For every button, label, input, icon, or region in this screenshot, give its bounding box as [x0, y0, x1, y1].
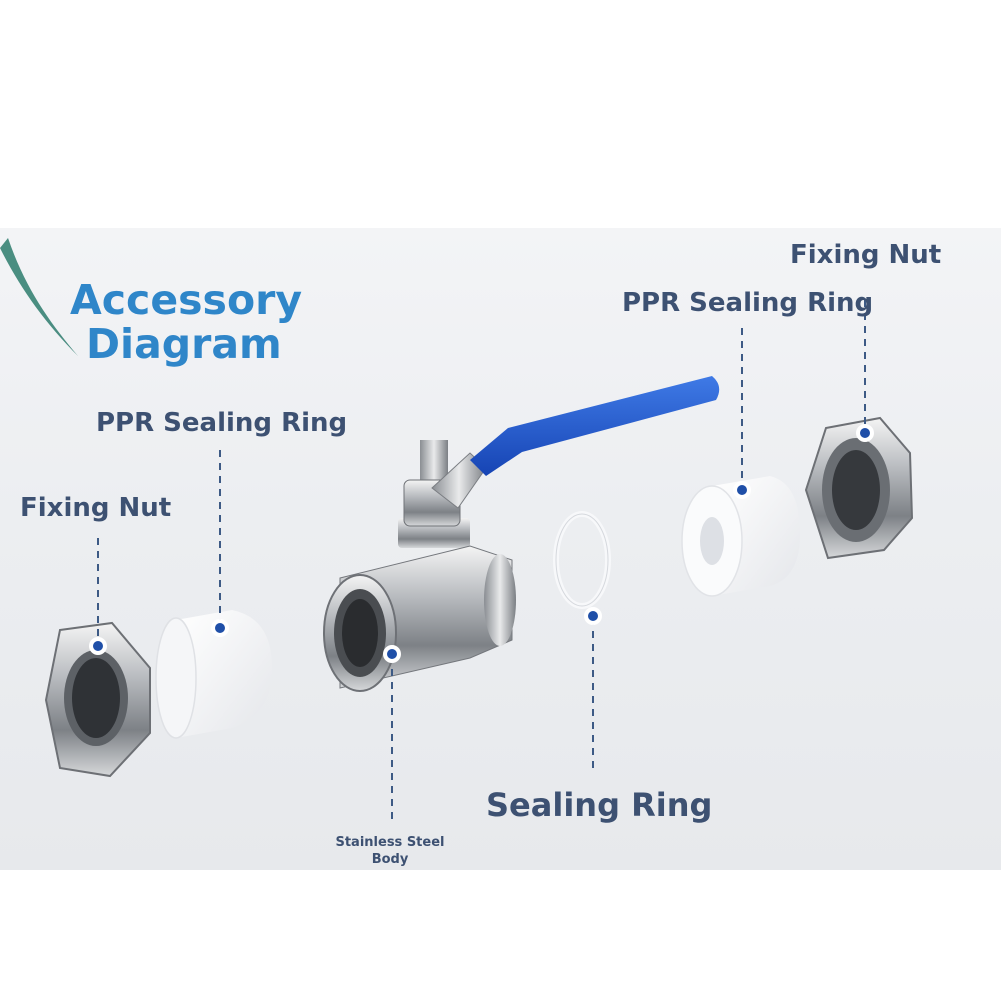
- diagram-title-line2: Diagram: [86, 320, 282, 368]
- marker-body: [383, 645, 401, 663]
- right-ppr-ring: [681, 476, 800, 597]
- label-ppr-sealing-ring-right: PPR Sealing Ring: [622, 288, 874, 318]
- diagram-panel: Accessory Diagram Fixing Nut PPR Sealing…: [0, 228, 1001, 870]
- label-fixing-nut-left: Fixing Nut: [20, 493, 172, 523]
- label-stainless-steel-body: Stainless Steel Body: [335, 835, 445, 867]
- valve-exploded-illustration: [0, 238, 914, 822]
- marker-ppr-ring-right: [733, 481, 751, 499]
- right-fixing-nut: [804, 416, 914, 560]
- leaf-decoration: [0, 238, 78, 356]
- stainless-steel-valve-body: [323, 440, 516, 692]
- marker-ppr-ring-left: [211, 619, 229, 637]
- marker-sealing-ring: [584, 607, 602, 625]
- marker-fixing-nut-left: [89, 637, 107, 655]
- diagram-title-line1: Accessory: [70, 276, 303, 324]
- blue-lever-handle: [431, 376, 720, 509]
- label-ppr-sealing-ring-left: PPR Sealing Ring: [96, 408, 348, 438]
- marker-fixing-nut-right: [856, 424, 874, 442]
- thin-sealing-ring: [553, 511, 611, 609]
- left-fixing-nut: [44, 621, 151, 778]
- label-fixing-nut-right: Fixing Nut: [790, 240, 942, 270]
- label-sealing-ring: Sealing Ring: [486, 786, 713, 824]
- left-ppr-ring: [155, 610, 272, 739]
